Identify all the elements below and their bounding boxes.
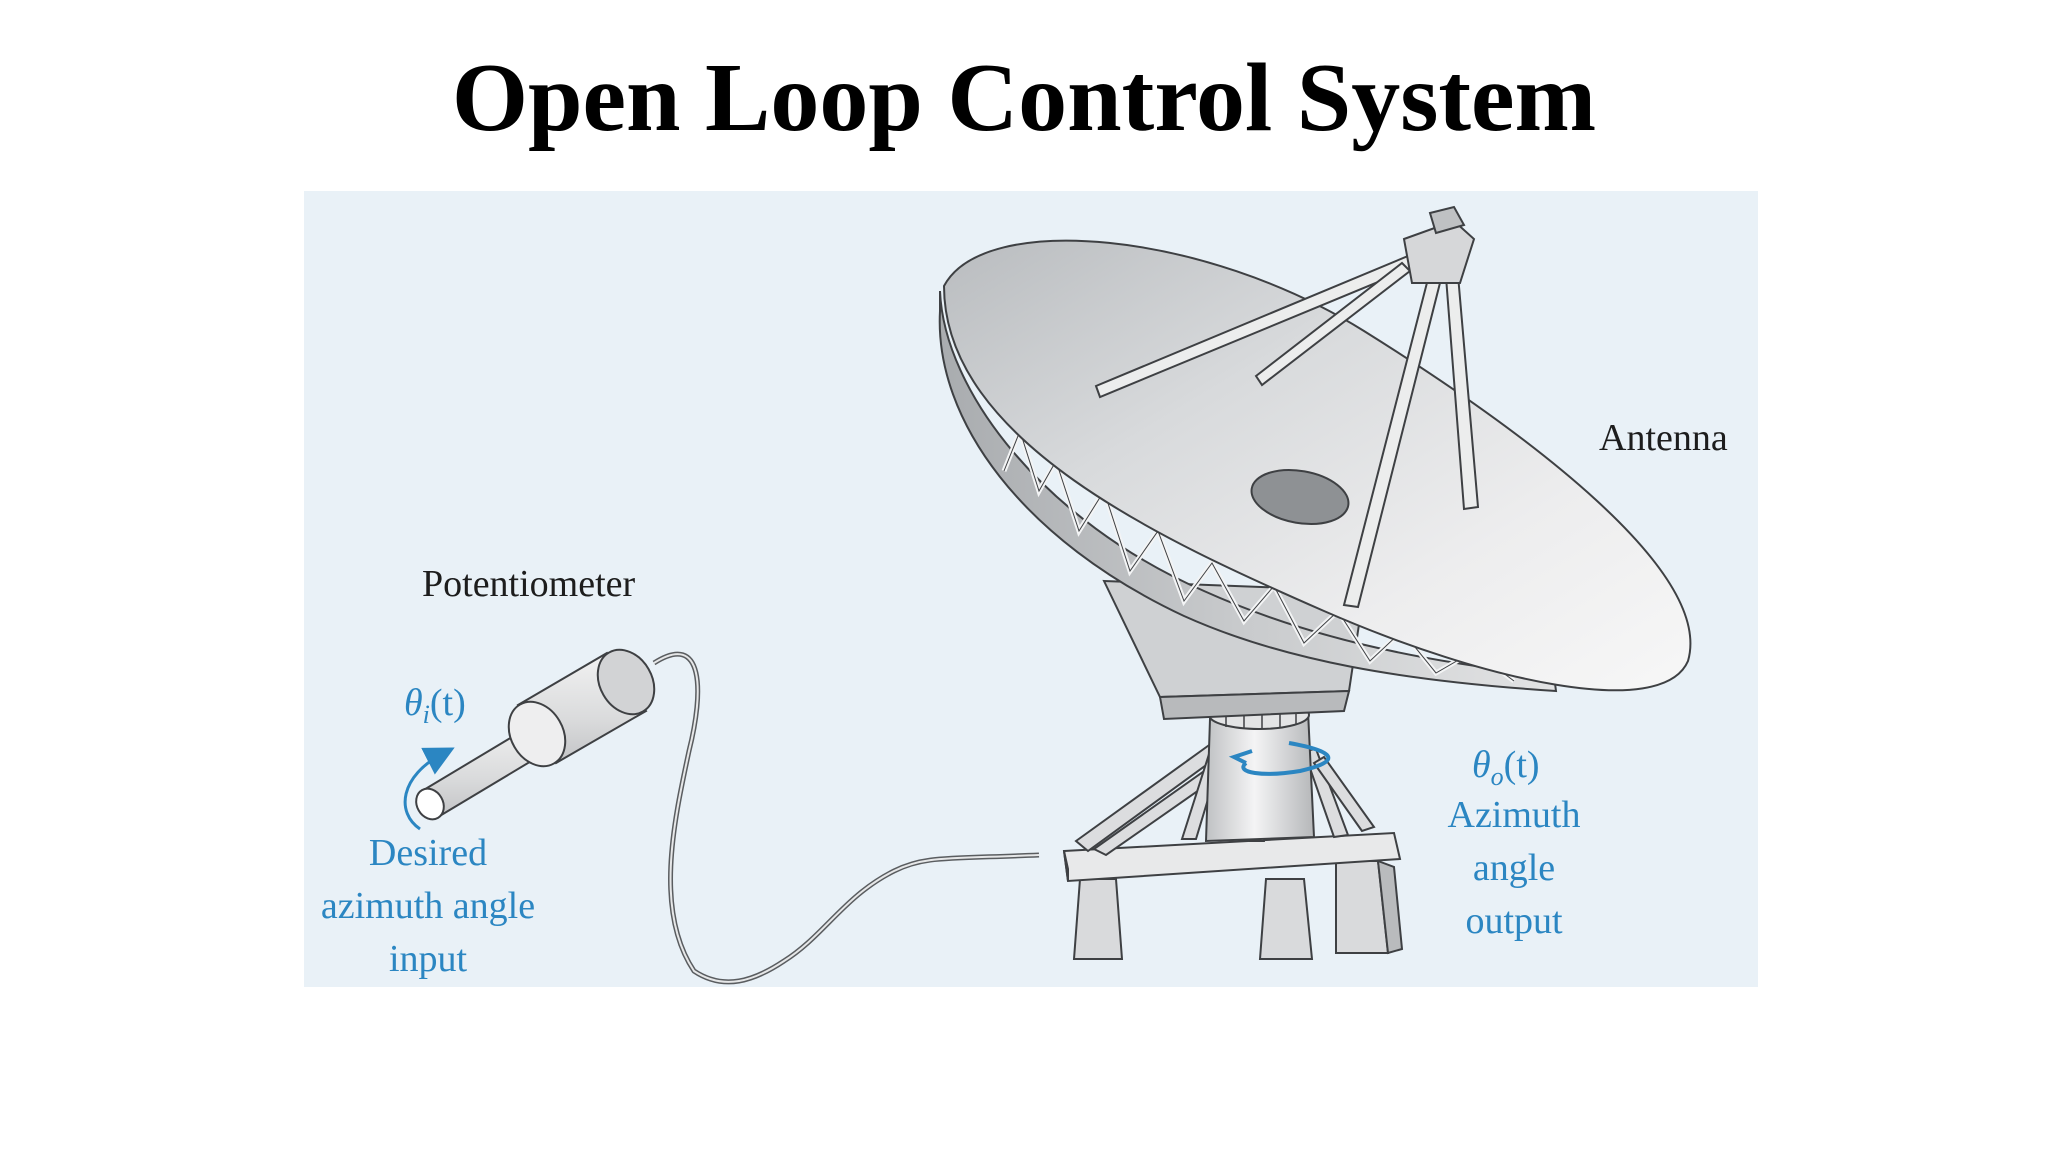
input-theta: θ bbox=[404, 682, 423, 724]
potentiometer-label: Potentiometer bbox=[422, 563, 636, 605]
output-desc-line-1: Azimuth bbox=[1447, 794, 1581, 836]
antenna-pedestal bbox=[1204, 700, 1331, 843]
potentiometer-drawing bbox=[403, 648, 656, 831]
output-desc-line-3: output bbox=[1465, 900, 1563, 942]
cable bbox=[652, 651, 1040, 985]
output-desc-line-2: angle bbox=[1472, 847, 1556, 889]
input-desc-line-1: Desired bbox=[368, 832, 488, 874]
input-desc-line-3: input bbox=[388, 938, 468, 980]
feed-supports bbox=[1094, 205, 1480, 609]
slide-title: Open Loop Control System bbox=[451, 44, 1597, 152]
antenna-feet bbox=[1072, 859, 1404, 960]
antenna-yoke bbox=[1102, 579, 1366, 721]
input-subscript: i bbox=[422, 700, 430, 729]
output-angle-symbol: θo(t) bbox=[1472, 739, 1540, 803]
input-arg: (t) bbox=[429, 682, 466, 724]
input-desc-line-2: azimuth angle bbox=[320, 885, 536, 927]
output-subscript: o bbox=[1490, 762, 1504, 791]
antenna-label: Antenna bbox=[1599, 417, 1728, 459]
output-theta: θ bbox=[1472, 744, 1491, 786]
antenna-diagram: Antenna Potentiometer θi(t) Desired azim… bbox=[304, 191, 1758, 987]
output-description: Azimuth angle output bbox=[1434, 789, 1594, 948]
output-arg: (t) bbox=[1503, 744, 1540, 786]
dish-face bbox=[942, 239, 1692, 692]
input-angle-symbol: θi(t) bbox=[404, 677, 466, 741]
input-description: Desired azimuth angle input bbox=[304, 827, 552, 986]
diagram-drawing bbox=[403, 205, 1692, 985]
